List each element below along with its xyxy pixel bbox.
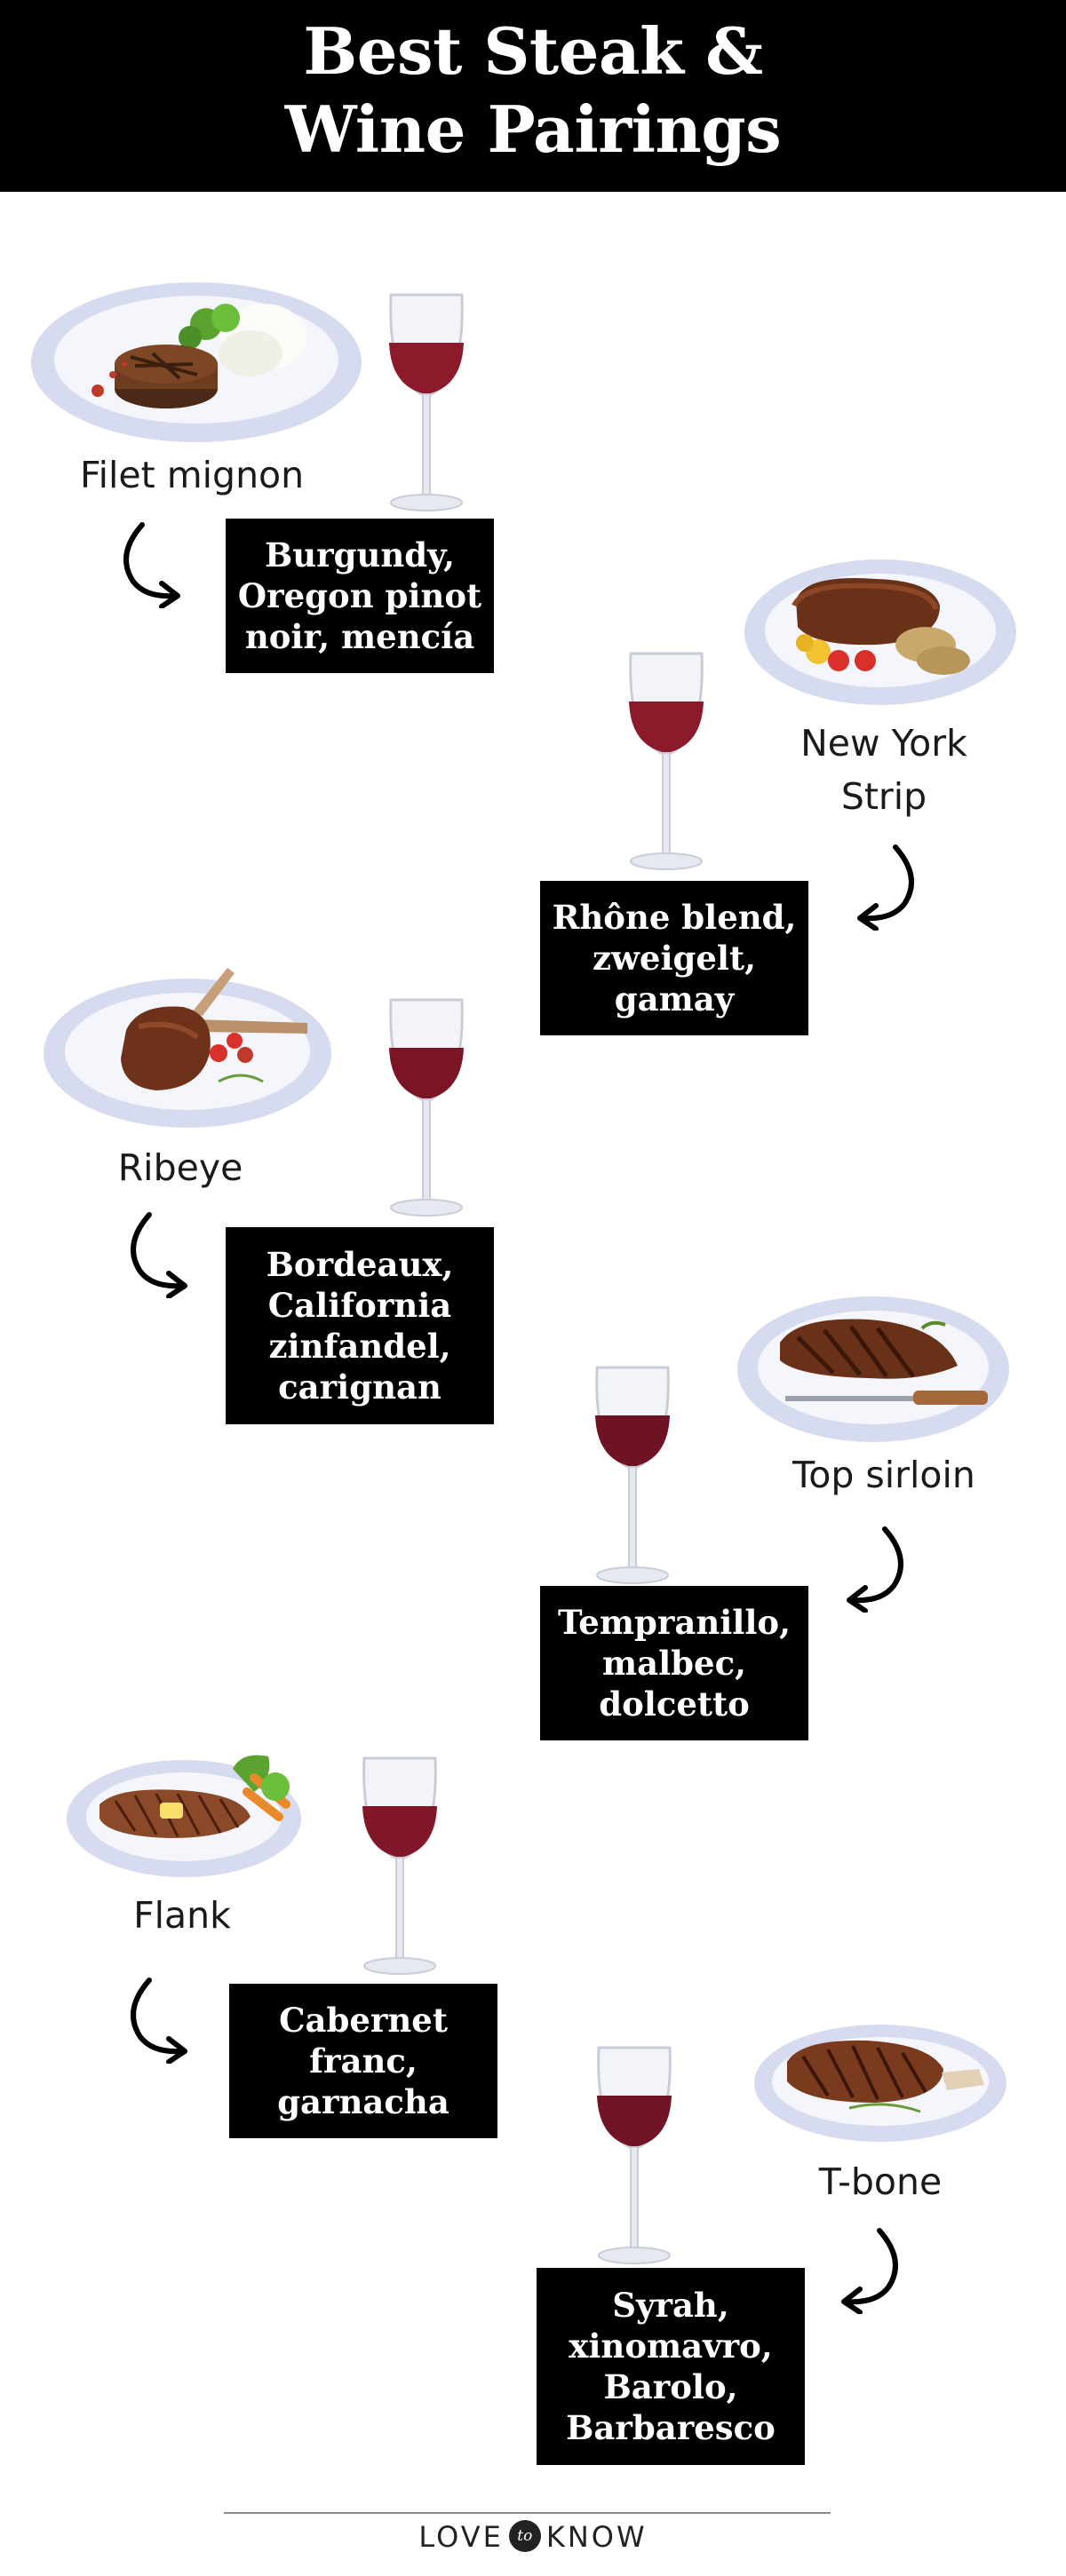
wine-line: xinomavro, xyxy=(569,2326,773,2366)
wine-box-flank: Cabernet franc, garnacha xyxy=(229,1984,497,2138)
curved-arrow-icon xyxy=(131,1212,187,1298)
curved-arrow-icon xyxy=(123,522,180,608)
flank-wine-glass xyxy=(362,1756,437,1975)
steak-label-t-bone: T-bone xyxy=(818,2160,943,2203)
wine-line: garnacha xyxy=(277,2082,449,2121)
steak-label-new-york-strip: New York Strip xyxy=(773,721,995,819)
wine-box-top-sirloin: Tempranillo, malbec, dolcetto xyxy=(540,1586,808,1740)
ribeye-wine-glass xyxy=(389,998,464,1217)
steak-label-flank: Flank xyxy=(133,1894,231,1937)
wine-line: Oregon pinot xyxy=(237,576,482,615)
flank-plate-illustration xyxy=(67,1755,301,1877)
wine-line: gamay xyxy=(614,979,735,1019)
top-sirloin-plate-illustration xyxy=(737,1296,1009,1442)
brand-to-badge: to xyxy=(508,2520,541,2552)
wine-line: malbec, xyxy=(601,1644,746,1683)
brand-left: LOVE xyxy=(418,2520,504,2554)
steak-label-top-sirloin: Top sirloin xyxy=(792,1454,975,1496)
wine-line: Barolo, xyxy=(603,2367,738,2406)
wine-line: zweigelt, xyxy=(593,939,756,978)
wine-line: Syrah, xyxy=(612,2286,729,2325)
wine-line: Burgundy, xyxy=(264,535,456,575)
steak-label-filet-mignon: Filet mignon xyxy=(80,454,305,496)
curved-arrow-icon xyxy=(847,1526,903,1613)
wine-line: carignan xyxy=(278,1367,442,1407)
page-header: Best Steak & Wine Pairings xyxy=(0,0,1066,192)
wine-line: California xyxy=(267,1286,452,1325)
curved-arrow-icon xyxy=(131,1978,187,2064)
curved-arrow-icon xyxy=(857,844,914,931)
wine-line: franc, xyxy=(309,2041,418,2081)
t-bone-plate-illustration xyxy=(754,2025,1006,2142)
title-line-1: Best Steak & xyxy=(303,13,763,89)
wine-line: Bordeaux, xyxy=(266,1245,454,1284)
title-line-2: Wine Pairings xyxy=(284,91,782,167)
t-bone-wine-glass xyxy=(597,2046,672,2264)
curved-arrow-icon xyxy=(841,2228,898,2314)
wine-box-t-bone: Syrah, xinomavro, Barolo, Barbaresco xyxy=(537,2268,805,2465)
wine-line: Rhône blend, xyxy=(552,898,797,937)
new-york-strip-wine-glass xyxy=(629,652,704,870)
wine-box-ribeye: Bordeaux, California zinfandel, carignan xyxy=(226,1227,494,1424)
filet-mignon-plate-illustration xyxy=(31,282,362,442)
wine-line: zinfandel, xyxy=(268,1327,451,1366)
wine-line: Barbaresco xyxy=(566,2408,776,2447)
ribeye-plate-illustration xyxy=(44,968,331,1128)
steak-label-line: Strip xyxy=(840,775,927,818)
wine-box-filet-mignon: Burgundy, Oregon pinot noir, mencía xyxy=(226,519,494,673)
new-york-strip-plate-illustration xyxy=(744,559,1016,705)
wine-line: dolcetto xyxy=(599,1684,750,1724)
top-sirloin-wine-glass xyxy=(595,1366,670,1584)
wine-line: noir, mencía xyxy=(244,617,475,656)
steak-label-ribeye: Ribeye xyxy=(117,1146,243,1189)
wine-line: Cabernet xyxy=(279,2001,448,2040)
wine-line: Tempranillo, xyxy=(558,1603,791,1642)
wine-box-new-york-strip: Rhône blend, zweigelt, gamay xyxy=(540,881,808,1035)
filet-mignon-wine-glass xyxy=(389,293,464,511)
brand-right: KNOW xyxy=(545,2520,648,2554)
footer-divider xyxy=(224,2512,831,2514)
steak-label-line: New York xyxy=(800,722,967,765)
